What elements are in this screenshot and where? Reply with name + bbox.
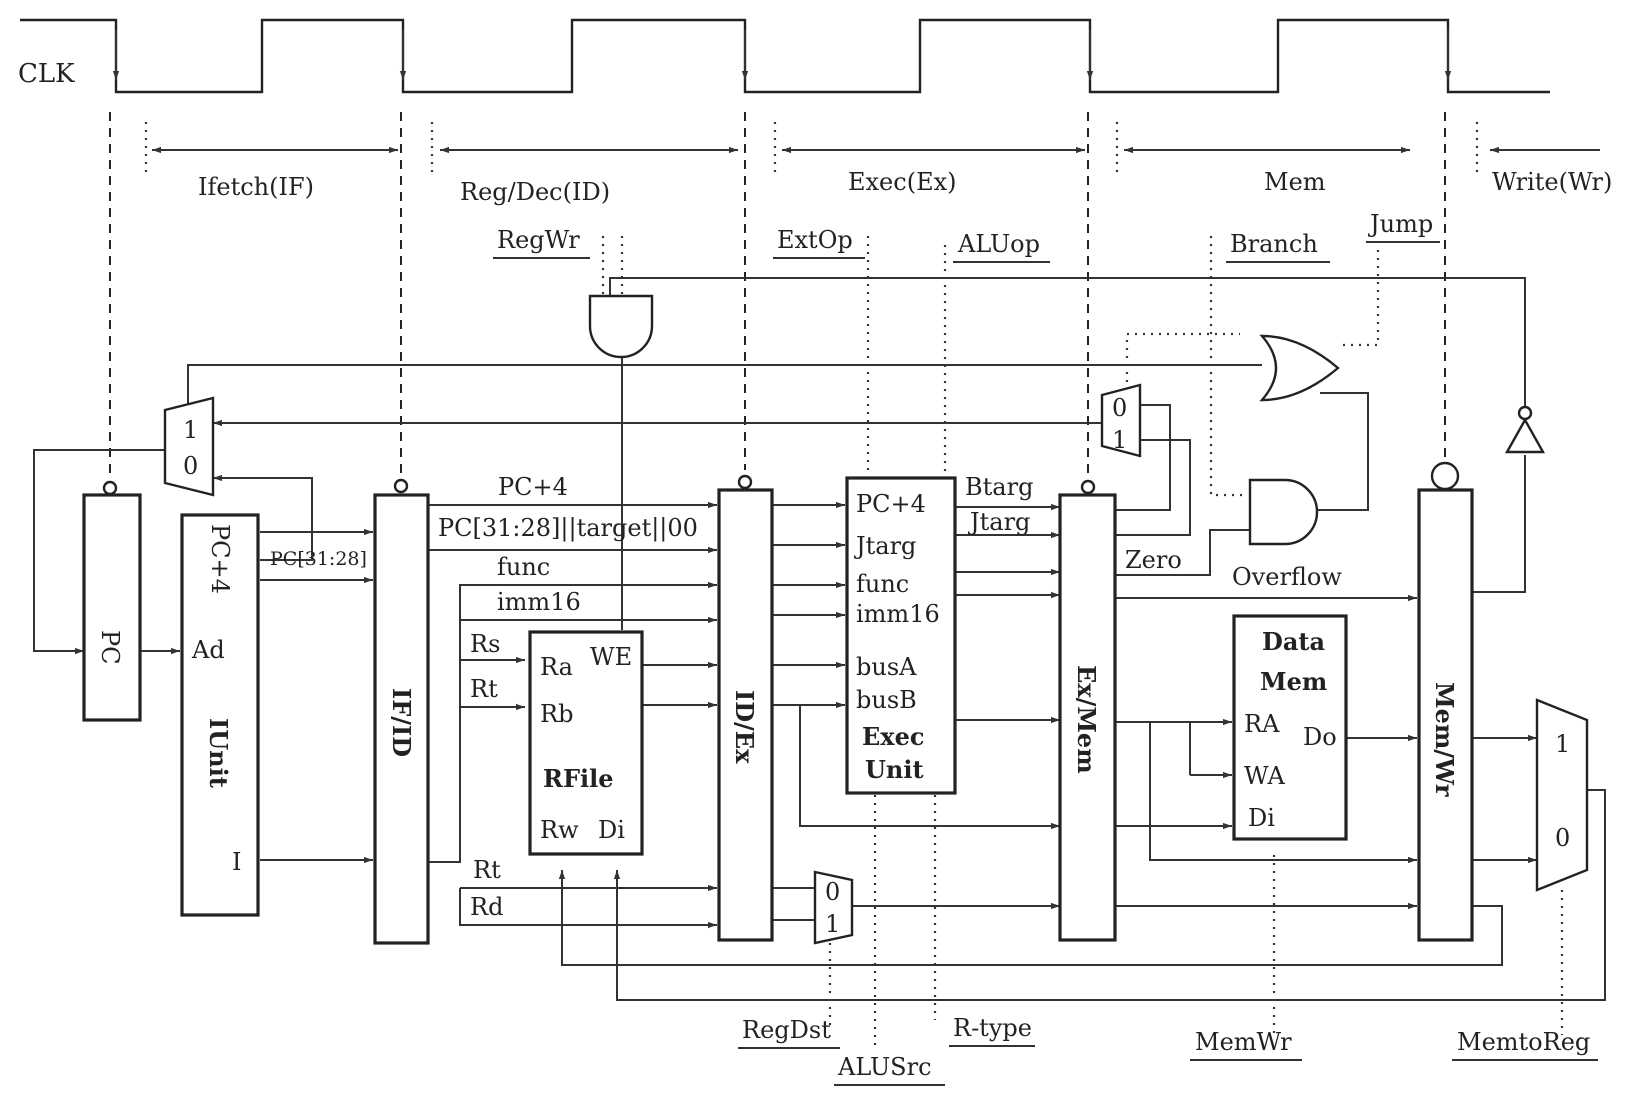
regwr-and-gate (588, 294, 654, 359)
ex-mem-pipeline-register: Ex/Mem (1058, 479, 1117, 942)
instruction-unit: PC+4 Ad IUnit I (180, 513, 260, 917)
control-regdst-label: RegDst (742, 1016, 831, 1044)
id-ex-pipeline-register: ID/Ex (717, 474, 774, 942)
control-memtoreg-label: MemtoReg (1457, 1028, 1590, 1056)
control-alusrc-label: ALUSrc (837, 1053, 932, 1081)
signal-jump-target: PC[31:28]||target||00 (438, 514, 698, 543)
signal-rt-lower: Rt (473, 856, 501, 884)
branch-mux-input-1: 1 (1112, 426, 1127, 454)
rfile-title: RFile (543, 764, 614, 793)
stage-label-ifetch: Ifetch(IF) (198, 173, 314, 201)
signal-jtarg: Jtarg (967, 508, 1030, 536)
signal-pc4: PC+4 (498, 473, 568, 501)
muxes: 1 0 0 1 0 1 1 0 (163, 383, 1589, 945)
exec-imm16-label: imm16 (856, 600, 940, 628)
pc-src-or-gate (1259, 334, 1340, 402)
signal-zero: Zero (1125, 546, 1182, 574)
control-aluop-label: ALUop (957, 230, 1040, 258)
stage-spans: Ifetch(IF) Reg/Dec(ID) Exec(Ex) Mem Writ… (144, 122, 1612, 206)
pc-source-mux (163, 396, 215, 497)
regdst-mux-input-0: 0 (825, 878, 840, 906)
exec-busb-label: busB (856, 686, 917, 714)
signal-pc3128-small: PC[31:28] (270, 548, 367, 570)
memwr-label: Mem/Wr (1430, 682, 1459, 797)
iunit-ad-label: Ad (191, 636, 225, 664)
control-regwr-label: RegWr (497, 226, 580, 254)
regdst-mux-input-1: 1 (825, 910, 840, 938)
datamem-title-line2: Mem (1260, 667, 1327, 696)
wb-mux-input-0: 0 (1555, 824, 1570, 852)
pc-label: PC (96, 630, 124, 665)
signal-rd: Rd (470, 893, 503, 921)
signal-imm16: imm16 (497, 588, 581, 616)
exec-pc4-label: PC+4 (856, 490, 926, 518)
logic-gates (588, 294, 1546, 546)
pc-mux-input-1: 1 (183, 416, 198, 444)
datamem-title-line1: Data (1262, 627, 1325, 656)
exec-busa-label: busA (856, 653, 917, 681)
stage-label-exec: Exec(Ex) (848, 168, 956, 196)
pc-register: PC (82, 480, 142, 722)
branch-and-gate (1248, 478, 1319, 546)
wires (33, 277, 1606, 1001)
iunit-title: IUnit (204, 718, 233, 788)
pc-mux-input-0: 0 (183, 452, 198, 480)
control-jump-label: Jump (1367, 210, 1433, 238)
inverter-bubble (1517, 405, 1533, 421)
data-memory: Data Mem RA Do WA Di (1232, 614, 1348, 841)
wb-mux-input-1: 1 (1555, 730, 1570, 758)
exec-title-line2: Unit (865, 755, 924, 784)
branch-target-mux (1100, 383, 1142, 458)
signal-labels: PC[31:28] PC+4 PC[31:28]||target||00 fun… (270, 473, 1342, 921)
control-labels: RegWr ExtOp ALUop Branch Jump RegDst ALU… (493, 210, 1598, 1086)
datamem-di-label: Di (1248, 804, 1275, 832)
control-rtype-label: R-type (953, 1014, 1032, 1042)
signal-overflow: Overflow (1232, 563, 1342, 591)
control-dotted-lines (601, 236, 1564, 1050)
iunit-pc4-label: PC+4 (206, 524, 234, 594)
signal-btarg: Btarg (965, 473, 1033, 501)
mem-wr-pipeline-register: Mem/Wr (1417, 461, 1474, 942)
memtoreg-mux (1535, 698, 1589, 892)
rfile-rb-label: Rb (540, 700, 573, 728)
signal-rs: Rs (470, 630, 500, 658)
ifid-label: IF/ID (387, 688, 416, 757)
iunit-i-label: I (232, 848, 241, 876)
datamem-ra-label: RA (1244, 710, 1280, 738)
execution-unit: PC+4 Jtarg func imm16 busA busB Exec Uni… (845, 476, 957, 795)
exec-title-line1: Exec (862, 722, 924, 751)
exec-func-label: func (856, 570, 909, 598)
exec-jtarg-label: Jtarg (853, 532, 916, 560)
rfile-rw-label: Rw (540, 816, 579, 844)
idex-label: ID/Ex (730, 690, 759, 764)
stage-label-write: Write(Wr) (1492, 168, 1612, 196)
signal-func: func (497, 553, 550, 581)
clock-waveform: CLK (18, 18, 1550, 94)
register-file: Ra Rb WE RFile Rw Di (528, 630, 644, 856)
datamem-do-label: Do (1303, 723, 1337, 751)
if-id-pipeline-register: IF/ID (373, 478, 430, 945)
branch-mux-input-0: 0 (1112, 394, 1127, 422)
rfile-we-label: WE (590, 643, 632, 671)
rfile-di-label: Di (598, 816, 625, 844)
clock-edge-dashes (109, 112, 1446, 480)
control-extop-label: ExtOp (777, 226, 853, 254)
signal-rt: Rt (470, 675, 498, 703)
control-memwr-label: MemWr (1195, 1028, 1292, 1056)
stage-label-mem: Mem (1264, 168, 1326, 196)
exmem-label: Ex/Mem (1072, 665, 1101, 774)
regdst-mux (813, 870, 854, 945)
clock-label: CLK (18, 59, 75, 89)
datamem-wa-label: WA (1244, 762, 1285, 790)
rfile-ra-label: Ra (540, 653, 573, 681)
jump-inverter-gate (1504, 417, 1546, 454)
control-branch-label: Branch (1230, 230, 1318, 258)
stage-label-regdec: Reg/Dec(ID) (460, 178, 610, 206)
